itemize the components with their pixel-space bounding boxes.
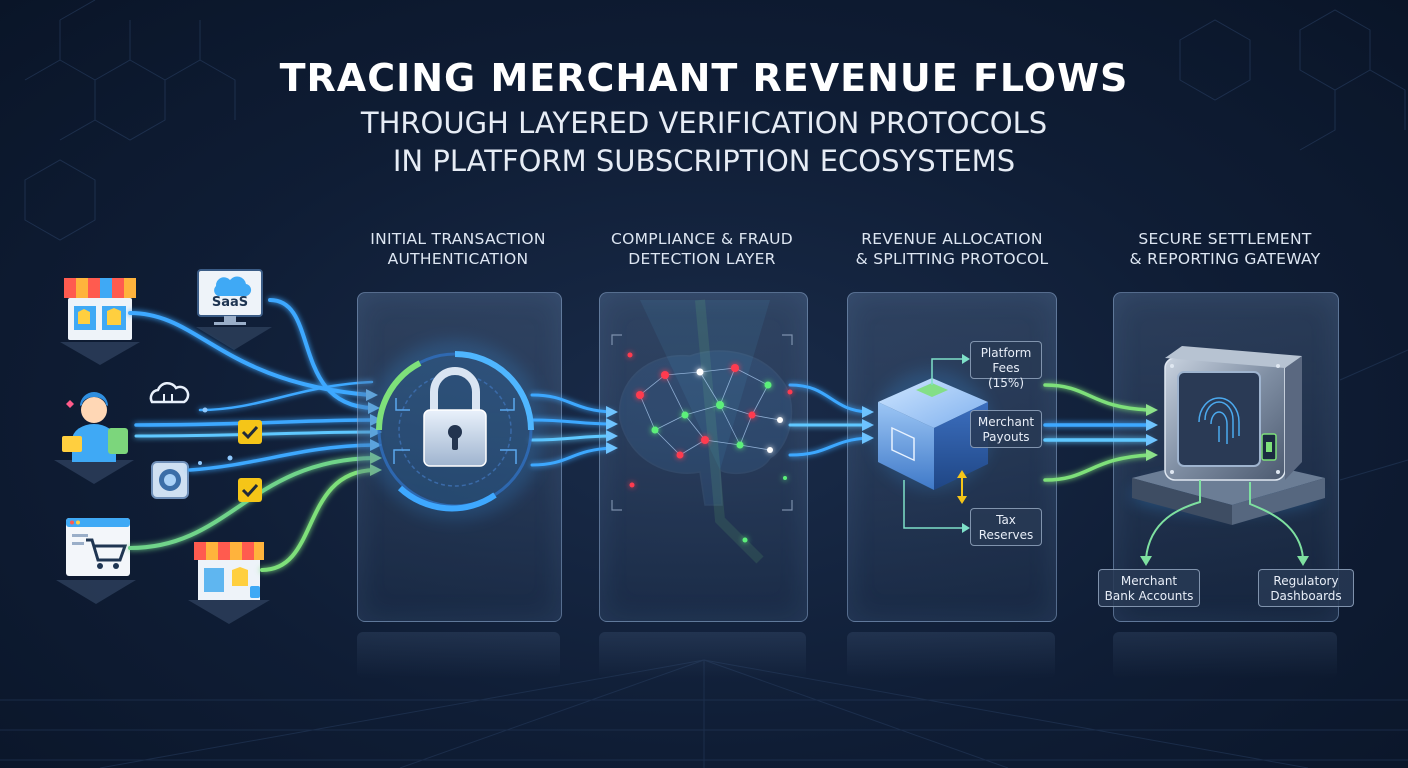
camera-icon [151, 461, 189, 499]
page-subtitle-line-2: IN PLATFORM SUBSCRIPTION ECOSYSTEMS [392, 144, 1016, 178]
split-box-merchant-payouts: Merchant Payouts [970, 410, 1042, 448]
page-title: TRACING MERCHANT REVENUE FLOWS [279, 56, 1129, 100]
panel-reflection [847, 632, 1055, 678]
stage-panel-authentication [357, 292, 562, 622]
split-box-tax-reserves: Tax Reserves [970, 508, 1042, 546]
saas-cloud-icon: SaaS [197, 269, 263, 325]
hex-pattern-background [24, 0, 1406, 241]
panel-reflection [357, 632, 560, 678]
saas-label: SaaS [212, 295, 248, 310]
cloud-icon [149, 381, 190, 404]
checkbox-icon [238, 478, 262, 502]
stage-label-settlement: SECURE SETTLEMENT & REPORTING GATEWAY [1129, 230, 1321, 268]
panel-reflection [1113, 632, 1337, 678]
storefront-icon [64, 278, 136, 340]
floor-grid [0, 349, 1408, 768]
title-block: TRACING MERCHANT REVENUE FLOWS THROUGH L… [0, 52, 1408, 180]
output-box-merchant-bank-accounts: Merchant Bank Accounts [1098, 569, 1200, 607]
stage-label-authentication: INITIAL TRANSACTION AUTHENTICATION [370, 230, 546, 268]
checkbox-icon [238, 420, 262, 444]
split-box-platform-fees: Platform Fees (15%) [970, 341, 1042, 390]
web-cart-icon [66, 518, 130, 576]
incoming-flows [128, 298, 376, 572]
shop-icon [194, 542, 264, 600]
panel-reflection [599, 632, 806, 678]
stage-label-allocation: REVENUE ALLOCATION & SPLITTING PROTOCOL [855, 230, 1049, 268]
page-subtitle-line-1: THROUGH LAYERED VERIFICATION PROTOCOLS [360, 106, 1048, 140]
stage-label-compliance: COMPLIANCE & FRAUD DETECTION LAYER [610, 230, 794, 268]
connector-dots [198, 407, 233, 465]
output-box-regulatory-dashboards: Regulatory Dashboards [1258, 569, 1354, 607]
source-pedestals [54, 327, 272, 624]
stage-panel-compliance [599, 292, 808, 622]
merchant-person-icon [62, 392, 128, 462]
